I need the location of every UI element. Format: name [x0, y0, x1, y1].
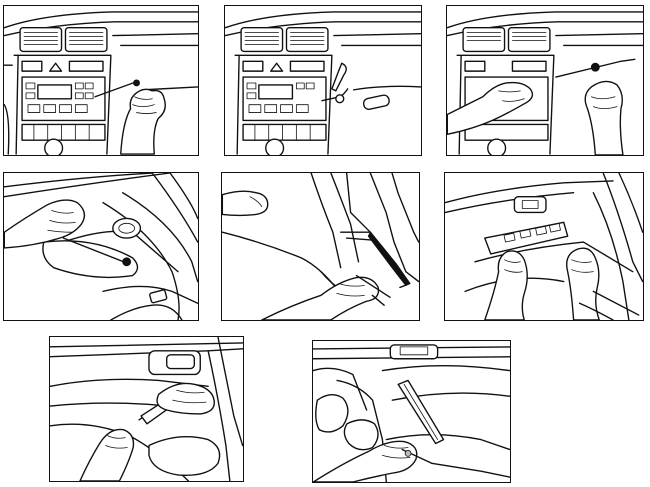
- hand: [4, 199, 86, 249]
- panel-4-door-handle-trim: [3, 172, 199, 321]
- pry-tool: [94, 80, 140, 98]
- hand-lower: [79, 428, 135, 481]
- hand: [120, 88, 166, 155]
- glovebox-handle: [362, 94, 390, 110]
- hand-right: [584, 80, 624, 155]
- hand-left: [484, 250, 528, 320]
- hand: [313, 440, 418, 482]
- door-seal-strip: [367, 231, 411, 287]
- air-vent-left: [19, 27, 63, 53]
- air-vent-left: [240, 27, 284, 53]
- panel-8-door-pocket-trim: [312, 340, 511, 483]
- pry-tool: [62, 237, 130, 265]
- panel-5-door-frame-seal: [221, 172, 420, 321]
- door-handle: [513, 195, 547, 214]
- door-handle: [389, 344, 439, 360]
- door-line-drawing: [4, 173, 198, 320]
- door-line-drawing: [313, 344, 510, 482]
- hand-left: [447, 81, 534, 135]
- hand-right: [566, 247, 600, 320]
- panel-2-dashboard-pry-tool: [224, 5, 422, 156]
- dashboard-line-drawing: [225, 11, 421, 155]
- dashboard-line-drawing: [447, 11, 643, 155]
- pry-tool: [355, 274, 391, 298]
- hazard-switch: [21, 60, 43, 72]
- dashboard-line-drawing: [4, 11, 198, 155]
- pry-tool: [592, 290, 640, 316]
- hand-upper: [156, 382, 215, 415]
- air-vent-right: [285, 27, 329, 53]
- window-switch-panel: [484, 221, 569, 255]
- panel-6-door-switch-panel: [444, 172, 644, 321]
- hand-lower: [261, 276, 380, 320]
- panel-7-door-card-armrest: [49, 336, 244, 482]
- door-line-drawing: [445, 173, 643, 320]
- panel-1-dashboard-trim-removal: [3, 5, 199, 156]
- air-vent-right: [64, 27, 108, 53]
- door-frame-line-drawing: [222, 173, 419, 320]
- hand-upper: [222, 190, 269, 217]
- pry-tool: [555, 60, 622, 78]
- door-line-drawing: [50, 337, 243, 481]
- climate-controls: [21, 123, 106, 141]
- door-handle-recess: [112, 217, 142, 239]
- panel-3-dashboard-trim-lift: [446, 5, 644, 156]
